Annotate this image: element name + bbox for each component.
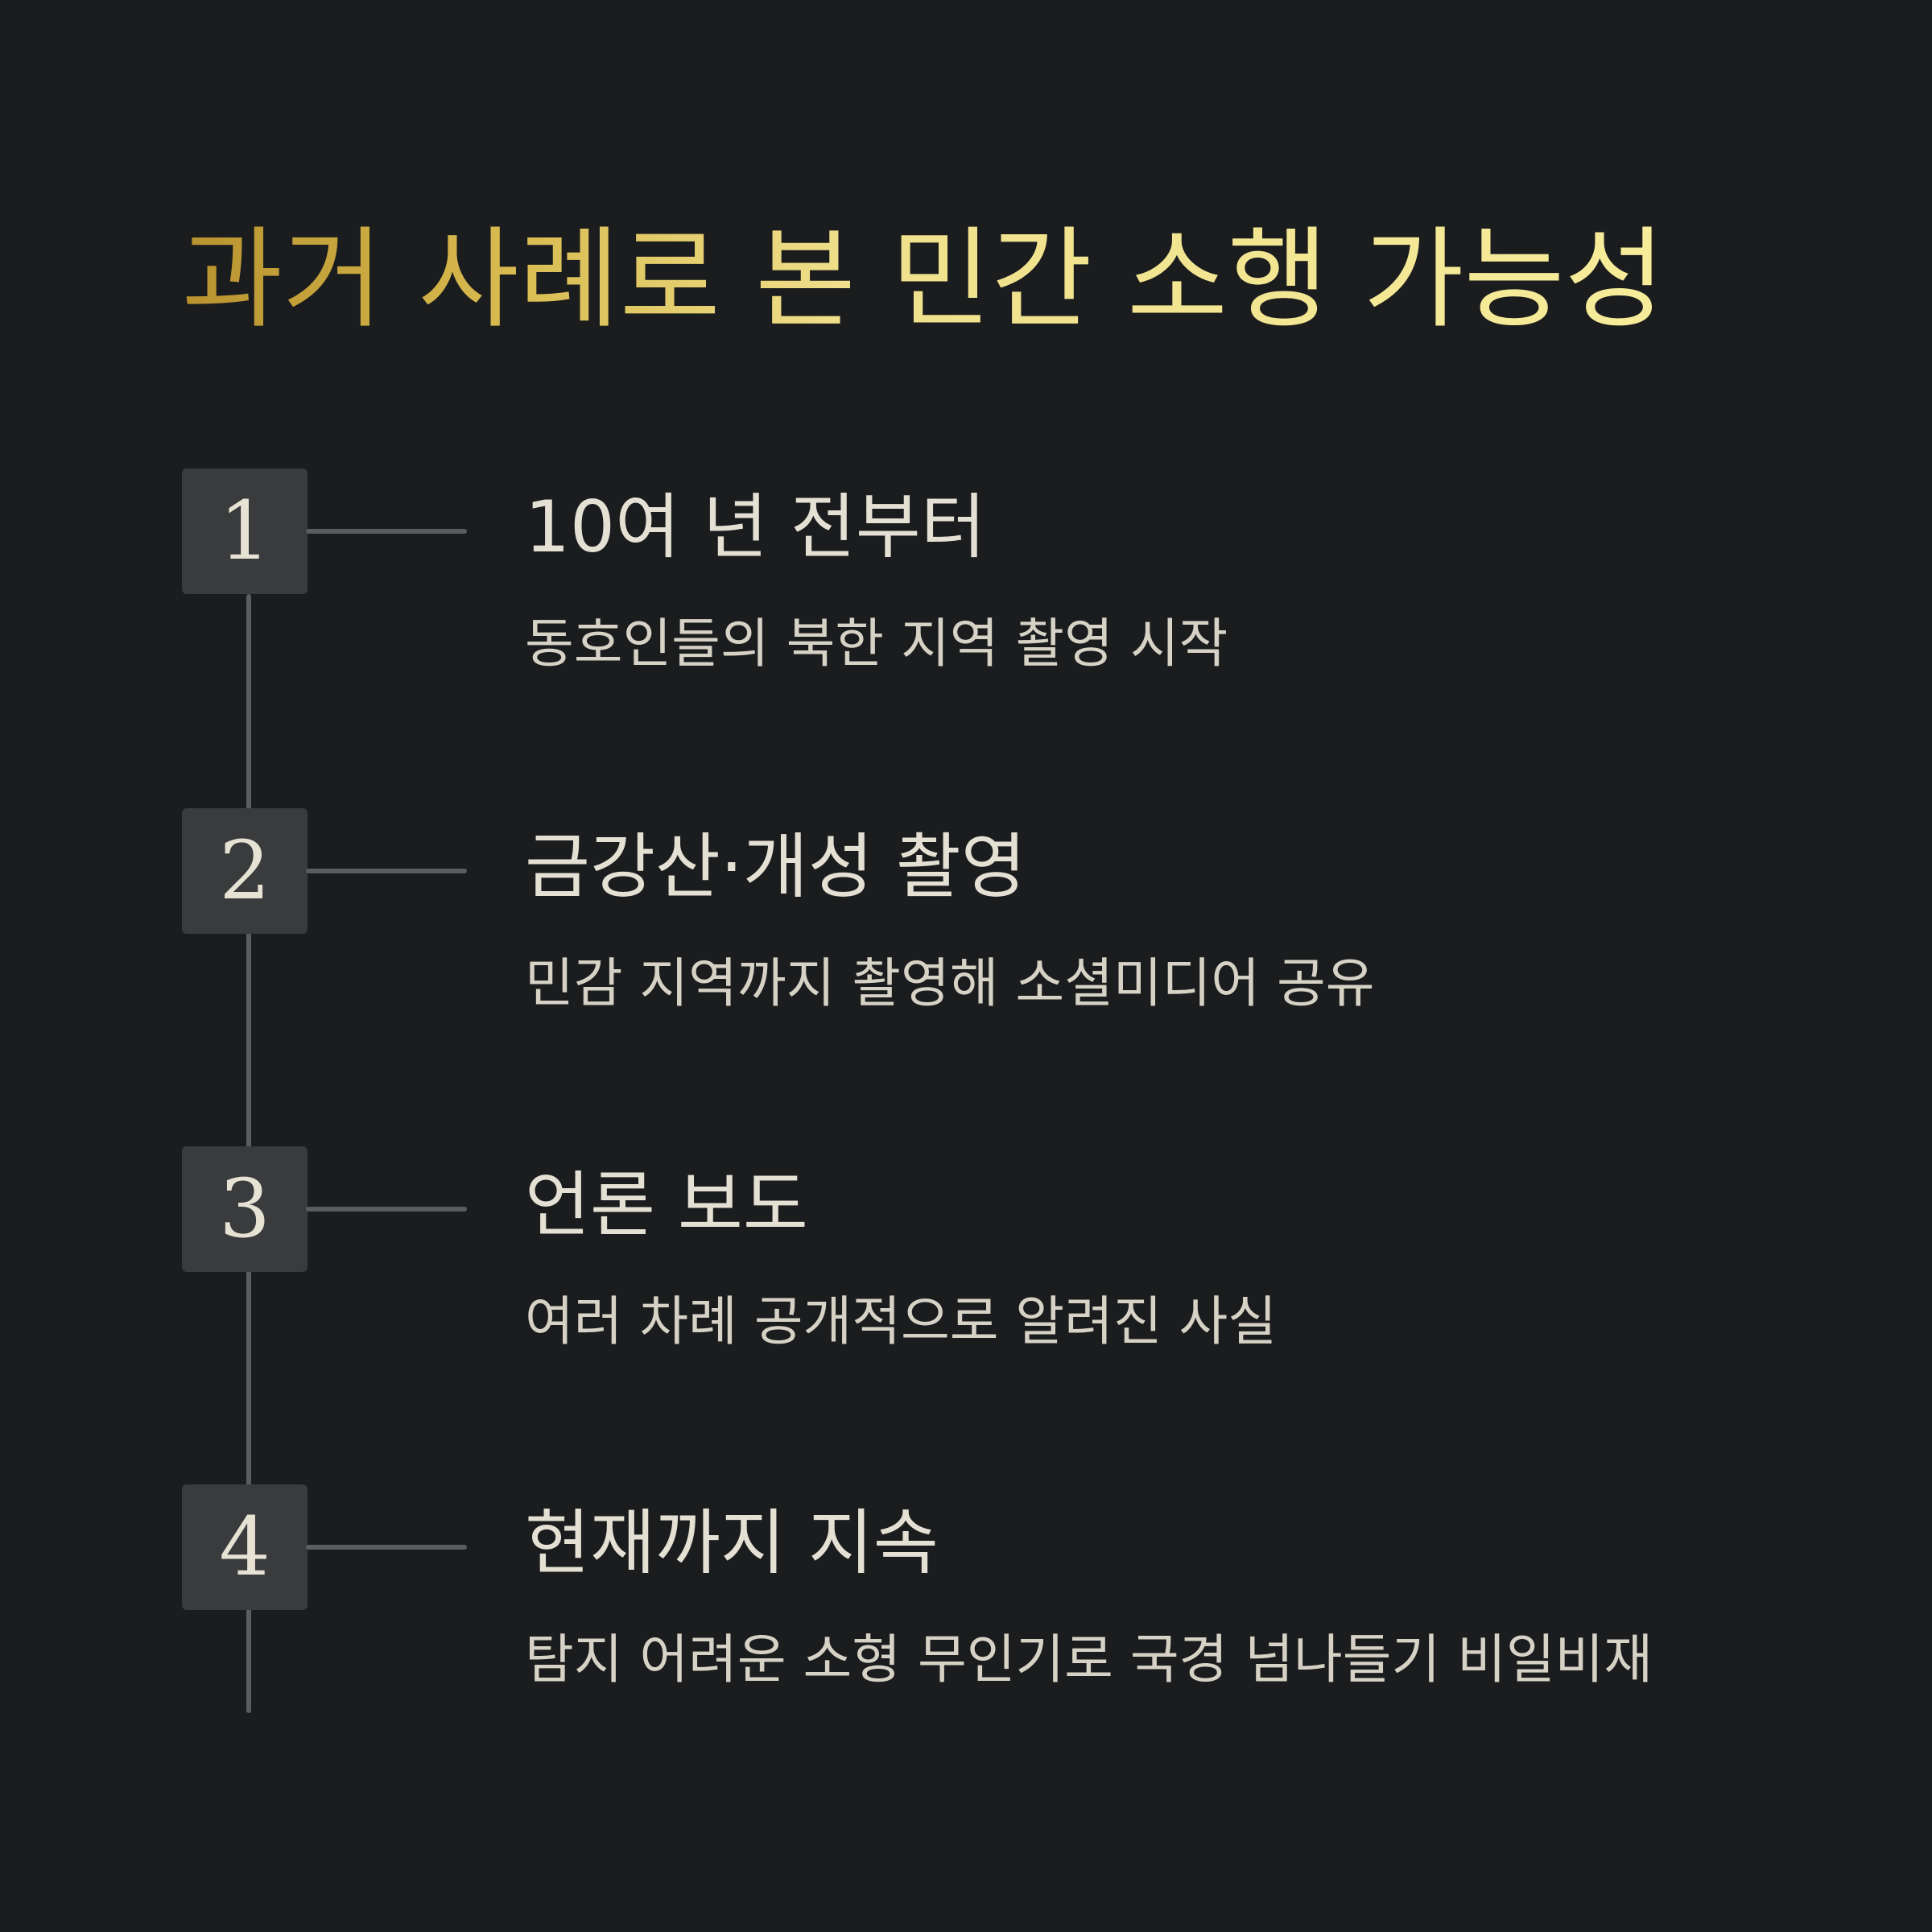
timeline-step-2: 2 금강산·개성 촬영 민감 지역까지 촬영해 소셜미디어 공유 [0,808,1932,1098]
step-description: 탐지 어려운 소형 무인기로 국경 넘나들기 비일비재 [525,1629,1653,1690]
step-connector [306,529,467,534]
step-description: 동호인들의 북한 지역 촬영 시작 [525,613,1228,675]
step-number-badge: 3 [182,1146,308,1272]
step-number-badge: 1 [182,469,308,594]
step-connector [306,1545,467,1550]
page-title: 과거 사례로 본 민간 소행 가능성 [182,217,1666,344]
timeline-step-4: 4 현재까지 지속 탐지 어려운 소형 무인기로 국경 넘나들기 비일비재 [0,1484,1932,1774]
timeline-step-1: 1 10여 년 전부터 동호인들의 북한 지역 촬영 시작 [0,469,1932,758]
step-title: 10여 년 전부터 [525,485,986,568]
step-number-badge: 2 [182,808,308,934]
step-connector [306,1207,467,1212]
step-description: 여러 차례 공개적으로 알려진 사실 [525,1290,1277,1352]
step-title: 현재까지 지속 [525,1501,939,1584]
step-connector [306,869,467,873]
step-title: 금강산·개성 촬영 [525,825,1026,908]
step-title: 언론 보도 [525,1163,808,1246]
step-description: 민감 지역까지 촬영해 소셜미디어 공유 [525,952,1375,1014]
timeline-step-3: 3 언론 보도 여러 차례 공개적으로 알려진 사실 [0,1146,1932,1436]
step-number-badge: 4 [182,1484,308,1610]
